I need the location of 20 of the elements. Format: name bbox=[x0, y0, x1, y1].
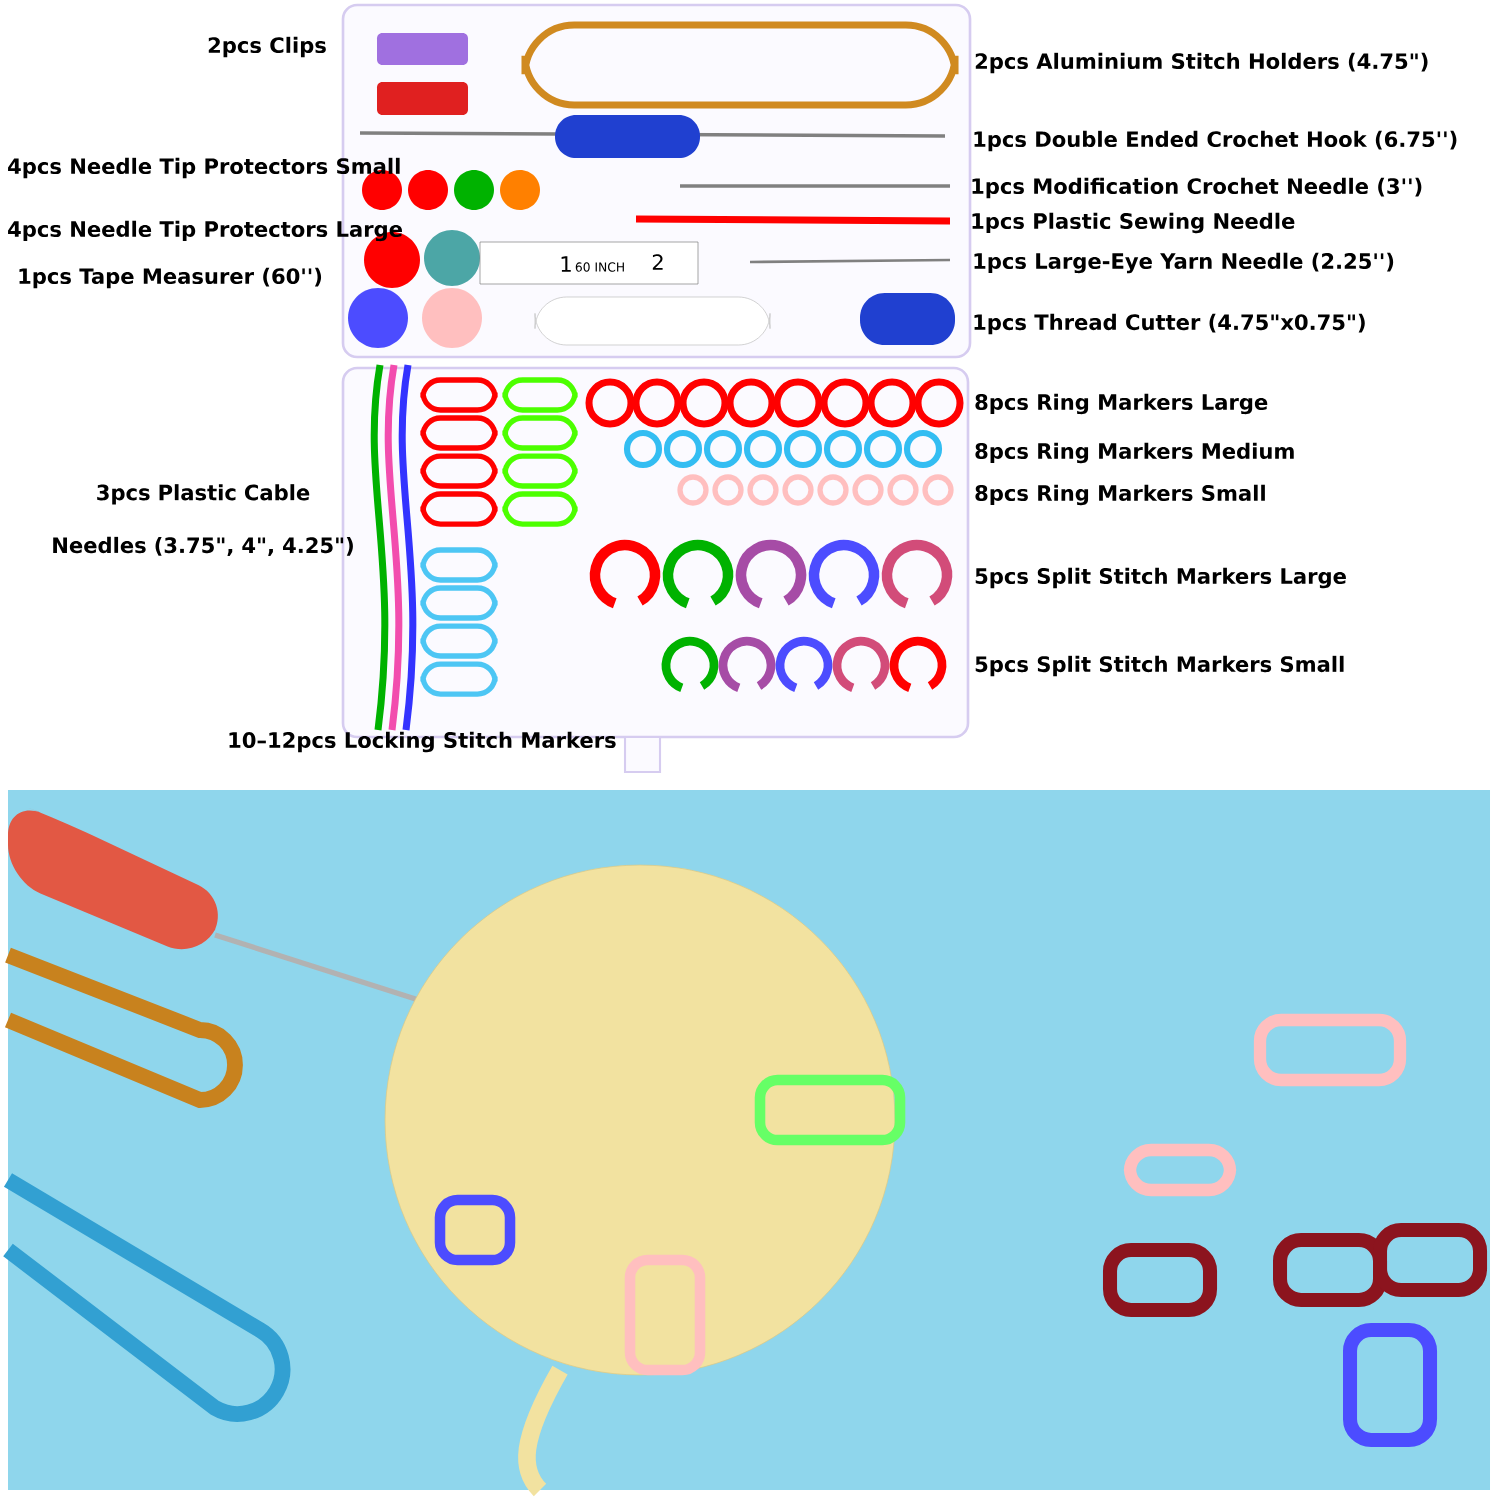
item-label: 1pcs Plastic Sewing Needle bbox=[972, 212, 1295, 234]
item-label: 1pcs Modification Crochet Needle (3'') bbox=[972, 177, 1422, 199]
item-label: 8pcs Ring Markers Large bbox=[975, 393, 1268, 415]
item-label: 1pcs Thread Cutter (4.75"x0.75") bbox=[974, 313, 1365, 335]
item-label: 4pcs Needle Tip Protectors Large bbox=[8, 220, 402, 242]
tape-number: 2 bbox=[652, 254, 663, 270]
item-label: 2pcs Clips bbox=[208, 36, 326, 58]
item-label: 8pcs Ring Markers Medium bbox=[975, 442, 1294, 464]
item-label: 2pcs Aluminium Stitch Holders (4.75") bbox=[975, 52, 1428, 74]
item-label: 3pcs Plastic Cable Needles (3.75", 4", 4.25") bbox=[53, 484, 353, 556]
tape-number: 60 INCH bbox=[575, 262, 624, 272]
tape-number: 1 bbox=[561, 256, 571, 272]
item-label: 10–12pcs Locking Stitch Markers bbox=[229, 731, 616, 753]
item-label: 4pcs Needle Tip Protectors Small bbox=[8, 157, 400, 179]
item-label: 5pcs Split Stitch Markers Small bbox=[975, 655, 1344, 677]
item-label: 1pcs Tape Measurer (60'') bbox=[19, 267, 322, 289]
item-label: 1pcs Double Ended Crochet Hook (6.75'') bbox=[974, 130, 1457, 152]
item-label: 1pcs Large-Eye Yarn Needle (2.25'') bbox=[974, 252, 1394, 274]
item-label: 5pcs Split Stitch Markers Large bbox=[975, 567, 1346, 589]
item-label: 8pcs Ring Markers Small bbox=[975, 484, 1265, 506]
